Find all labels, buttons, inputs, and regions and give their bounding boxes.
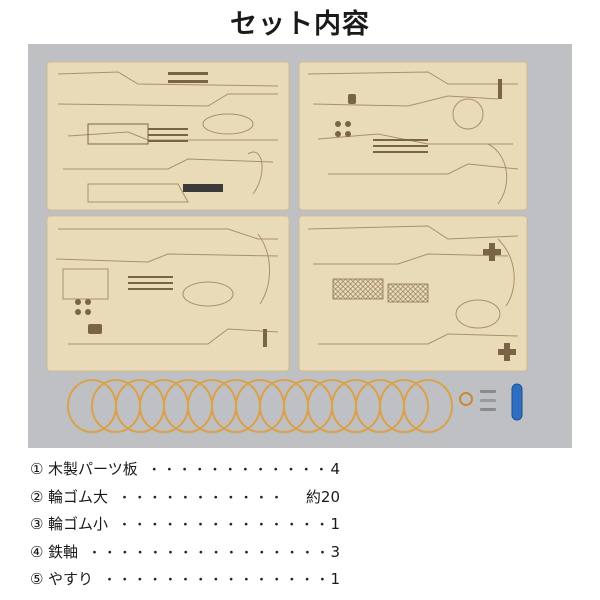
- steel-shafts: [480, 390, 496, 411]
- item-quantity: 約20: [305, 487, 340, 506]
- item-name: 木製パーツ板: [48, 460, 138, 478]
- wood-parts-board: [298, 215, 528, 372]
- rubber-bands-large: [67, 379, 453, 433]
- leader-dots: ・・・・・・・・・・・・・・・・: [88, 545, 332, 561]
- wood-parts-board: [298, 61, 528, 211]
- leader-dots: ・・・・・・・・・・・・: [147, 463, 331, 478]
- leader-dots: ・・・・・・・・・・・・・・・: [103, 573, 332, 588]
- wood-parts-board: [46, 215, 290, 372]
- leader-dots: ・・・・・・・・・・・・・・: [118, 518, 331, 533]
- item-quantity: 1: [330, 515, 340, 533]
- item-number: ⑤: [30, 570, 44, 588]
- item-name: 輪ゴム大: [48, 487, 109, 506]
- item-number: ④: [30, 542, 44, 561]
- item-number: ①: [30, 460, 44, 478]
- item-number: ②: [30, 487, 44, 506]
- item-quantity: 4: [330, 460, 340, 478]
- item-name: やすり: [48, 570, 94, 588]
- item-name: 輪ゴム小: [48, 515, 109, 533]
- rubber-band-small: [459, 392, 473, 406]
- leader-dots: ・・・・・・・・・・・: [118, 490, 286, 506]
- item-number: ③: [30, 515, 44, 533]
- item-quantity: 1: [330, 570, 340, 588]
- product-photo: [28, 44, 572, 448]
- page-title: セット内容: [230, 9, 370, 40]
- file-tool: [511, 383, 523, 421]
- item-name: 鉄軸: [48, 542, 79, 561]
- wood-parts-board: [46, 61, 290, 211]
- item-quantity: 3: [330, 542, 340, 561]
